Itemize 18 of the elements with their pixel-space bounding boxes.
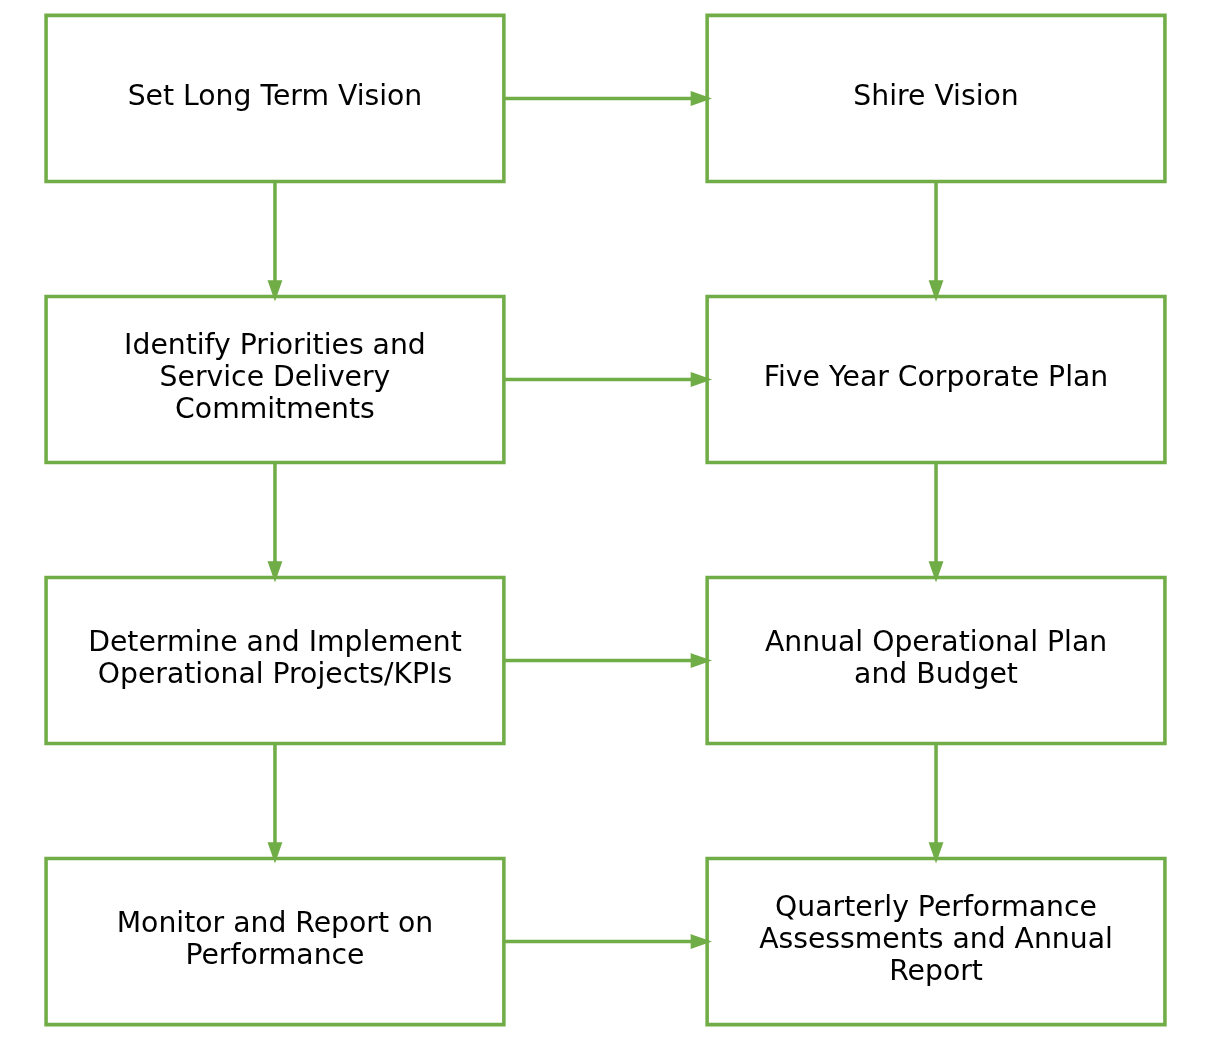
node-box: Set Long Term Vision xyxy=(43,13,506,184)
node-box: Monitor and Report on Performance xyxy=(43,856,506,1027)
arrow xyxy=(928,463,943,583)
arrow xyxy=(928,744,943,864)
arrow xyxy=(267,463,282,583)
node-box: Shire Vision xyxy=(704,13,1167,184)
arrow xyxy=(928,181,943,302)
arrow xyxy=(503,653,712,668)
node-box: Five Year Corporate Plan xyxy=(704,294,1167,465)
node-box: Annual Operational Plan and Budget xyxy=(704,575,1167,746)
node-box: Identify Priorities and Service Delivery Commitments xyxy=(43,294,506,465)
arrow xyxy=(503,91,712,106)
arrow xyxy=(503,934,712,949)
arrow xyxy=(267,744,282,864)
arrow xyxy=(503,372,712,387)
node-box: Quarterly Performance Assessments and Annual Report xyxy=(704,856,1167,1027)
arrow xyxy=(267,181,282,302)
node-box: Determine and Implement Operational Projects/KPIs xyxy=(43,575,506,746)
